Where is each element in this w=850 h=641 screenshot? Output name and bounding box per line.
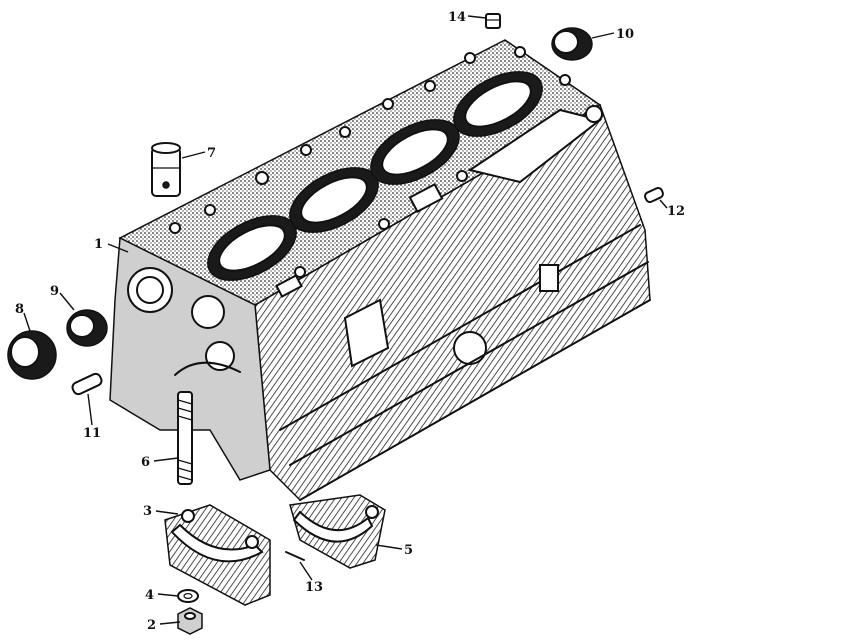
callout-12: 12 [667,204,685,219]
callout-13: 13 [305,580,323,595]
callout-14: 14 [448,10,466,25]
cylinder-bore-2-inner [300,176,368,224]
callout-4: 4 [145,588,154,603]
pump-pad-hole [585,105,603,123]
side-rib-lower [289,261,649,466]
front-bore-mid [191,295,225,329]
front-bore-upper [127,267,173,313]
oil-pan-rail [299,299,651,501]
cylinder-bore-3-inner [381,128,449,176]
callout-leaders [23,15,668,625]
part-4-washer [177,589,199,603]
side-boss-2 [408,183,444,213]
callout-labels: 1 2 3 4 5 6 7 8 9 10 11 12 13 14 [15,10,685,633]
part-11-dowel-pin [71,372,103,396]
side-rib-upper [279,224,641,431]
cylinder-block [109,39,651,501]
callout-3: 3 [143,504,152,519]
callout-5: 5 [404,543,413,558]
cylinder-bores [207,71,543,281]
callout-7: 7 [207,146,216,161]
part-6-stud [177,391,193,485]
side-core-plug-2 [453,331,487,365]
callout-6: 6 [141,455,150,470]
part-5-bearing-cap [289,494,386,569]
side-core-plug-1 [343,298,390,368]
cylinder-bore-1-inner [218,224,286,272]
part-2-nut [177,607,203,635]
part-13-pin [285,551,305,561]
part-10-bushing [551,27,593,61]
callout-11: 11 [83,426,101,441]
part-14-plug [485,13,501,29]
callout-8: 8 [15,302,24,317]
callout-2: 2 [147,618,156,633]
part-12-dowel-pin [644,186,664,204]
part-3-bearing-cap [164,504,271,606]
crank-bore-arc [174,361,241,376]
callout-9: 9 [50,284,59,299]
part-7-sleeve [151,142,181,197]
part-8-bushing [7,330,57,380]
front-bore-lower [205,341,235,371]
cylinder-bore-4-inner [464,80,532,128]
front-bore-upper-inner [136,276,164,304]
side-boss-3 [539,264,559,292]
side-boss-1 [275,274,303,298]
part-9-bushing [66,309,108,347]
callout-1: 1 [94,237,103,252]
callout-10: 10 [616,27,634,42]
